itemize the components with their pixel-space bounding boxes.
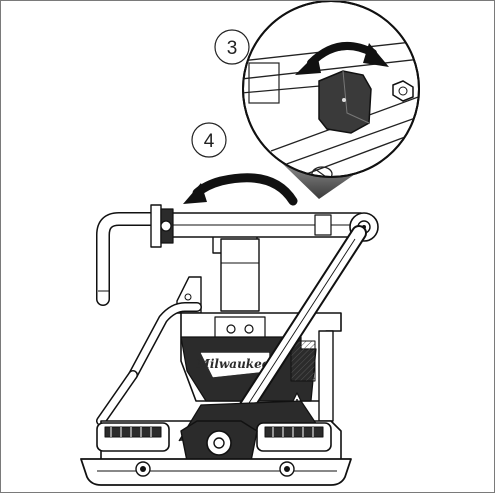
left-shock-mount <box>96 422 170 452</box>
support-column <box>212 230 260 312</box>
step-4-callout: 4 <box>191 122 227 158</box>
hex-nut <box>392 80 414 102</box>
step-3-number: 3 <box>227 38 238 59</box>
rotate-arrow-icon <box>295 42 389 75</box>
bottom-pivot <box>180 420 258 462</box>
curved-arrow-icon <box>183 173 298 206</box>
handle-pivot <box>150 204 174 248</box>
compactor-machine: Milwaukee <box>80 204 379 486</box>
step-4-circle <box>191 122 227 158</box>
step-3-circle <box>214 29 250 65</box>
zoom-detail: 3 <box>214 1 420 199</box>
base-plate <box>80 458 352 486</box>
brand-logo: Milwaukee <box>196 357 270 371</box>
step-3-callout: 3 <box>214 29 250 65</box>
latch-knob <box>318 70 372 134</box>
step-4-number: 4 <box>204 131 215 152</box>
handle-bar <box>165 212 364 238</box>
frame-posts <box>96 302 334 426</box>
right-shock-mount <box>256 422 332 452</box>
handle-grip <box>96 212 168 306</box>
